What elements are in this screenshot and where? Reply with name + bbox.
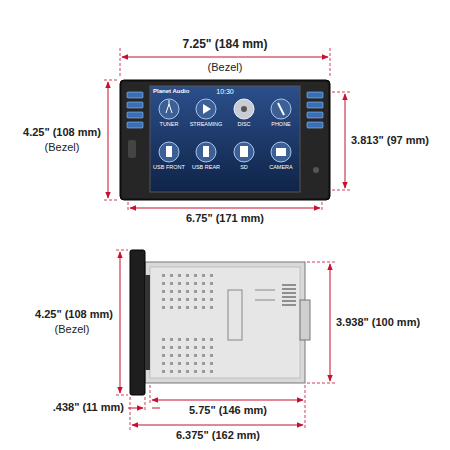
side-dimensions [116, 250, 336, 430]
front-view [120, 80, 330, 200]
menu-label: CAMERA [269, 164, 293, 170]
dimension-label: 3.938" (100 mm) [336, 316, 420, 329]
chassis [145, 262, 305, 383]
menu-label: PHONE [271, 121, 291, 127]
menu-icons [159, 99, 291, 162]
menu-label: USB REAR [192, 164, 220, 170]
side-view [130, 250, 310, 395]
clock-text: 10:30 [216, 88, 234, 96]
dimension-label: .438" (11 mm) [53, 401, 124, 414]
screen [150, 86, 300, 192]
menu-label: SD [240, 164, 248, 170]
menu-label: USB FRONT [153, 164, 185, 170]
side-buttons [127, 92, 323, 128]
front-dimensions [104, 48, 350, 212]
rear-connector [300, 300, 310, 340]
dimension-label: 4.25" (108 mm) [35, 308, 113, 321]
dimension-label: 6.375" (162 mm) [176, 429, 260, 442]
dimension-label: 7.25" (184 mm) [182, 38, 267, 52]
dimension-label: 5.75" (146 mm) [189, 404, 267, 417]
bezel-note: (Bezel) [55, 323, 90, 336]
brand-text: Planet Audio [153, 88, 189, 95]
side-bezel [130, 250, 145, 395]
bezel [120, 80, 330, 200]
dimension-label: 3.813" (97 mm) [351, 134, 429, 147]
menu-label: STREAMING [190, 121, 223, 127]
bezel-note: (Bezel) [208, 61, 243, 74]
dimension-label: 6.75" (171 mm) [186, 212, 264, 225]
mic [313, 167, 319, 173]
menu-label: DISC [237, 121, 250, 127]
dimension-label: 4.25" (108 mm) [23, 126, 101, 139]
menu-label: TUNER [160, 121, 179, 127]
usb-port [128, 140, 136, 158]
bezel-note: (Bezel) [45, 141, 80, 154]
